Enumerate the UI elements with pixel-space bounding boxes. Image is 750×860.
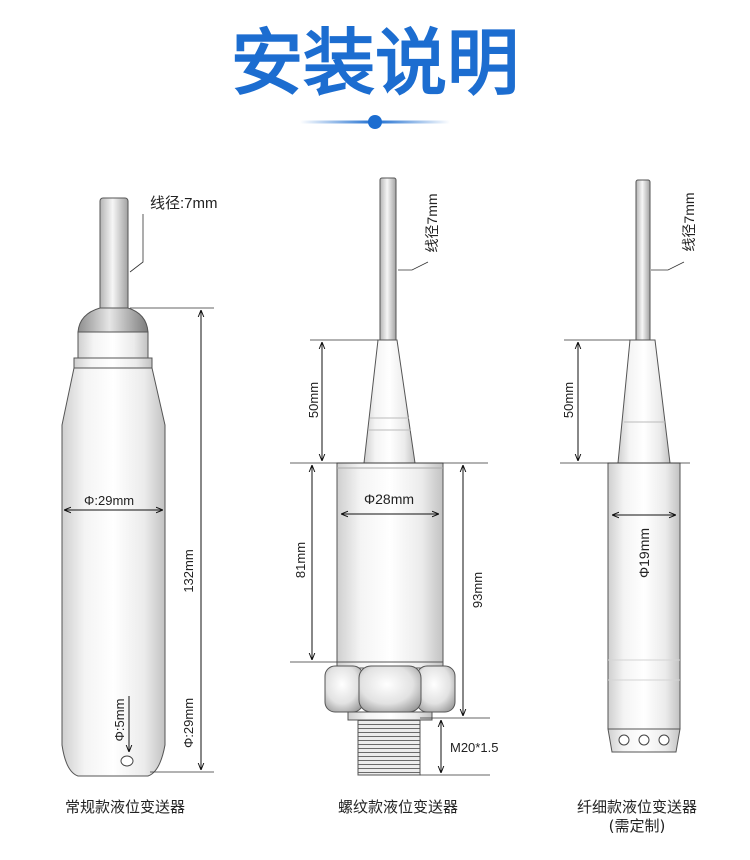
slim-cable-leader	[651, 261, 685, 271]
regular-cable-leader	[129, 214, 144, 273]
slim-cable-label: 线径7mm	[681, 192, 697, 251]
regular-cap-band	[77, 331, 149, 359]
threaded-diameter-label: Φ28mm	[364, 491, 414, 507]
regular-caption: 常规款液位变送器	[65, 798, 185, 816]
threaded-nut-washer	[347, 711, 433, 721]
regular-cap-dome	[77, 307, 149, 333]
threaded-taper	[363, 339, 416, 464]
slim-bottom-hole	[618, 734, 630, 746]
threaded-thread-label: M20*1.5	[450, 740, 498, 755]
threaded-taper-label: 50mm	[306, 382, 321, 418]
threaded-thread	[357, 719, 421, 776]
regular-bottom-diameter-label: Φ:29mm	[181, 698, 196, 748]
slim-diameter-label: Φ19mm	[636, 528, 652, 578]
slim-bottom-hole	[638, 734, 650, 746]
title-divider-dot	[368, 115, 382, 129]
slim-caption: 纤细款液位变送器	[577, 798, 697, 816]
regular-hole-label: Φ:5mm	[112, 699, 127, 742]
threaded-cable	[379, 177, 397, 343]
threaded-body-label: 81mm	[293, 542, 308, 578]
threaded-total-label: 93mm	[470, 572, 485, 608]
threaded-nut-left	[324, 665, 364, 713]
regular-bottom-hole	[120, 755, 134, 767]
regular-cable	[99, 197, 129, 311]
regular-transmitter: 线径:7mm Φ:29mm 132mm Φ:29mm Φ:5mm 常规款液位变送…	[61, 195, 218, 816]
threaded-nut-right	[416, 665, 456, 713]
slim-bottom-hole	[658, 734, 670, 746]
threaded-cable-leader	[398, 261, 429, 271]
page-title: 安装说明	[231, 21, 519, 105]
threaded-caption: 螺纹款液位变送器	[338, 798, 458, 816]
slim-taper-label: 50mm	[561, 382, 576, 418]
slim-transmitter: 线径7mm 50mm Φ19mm 纤细款液位变送器 (需定制)	[560, 179, 697, 835]
slim-body	[607, 462, 681, 730]
threaded-transmitter: 线径7mm 50mm Φ28mm 81mm 93mm M20*1.5 螺纹款液位…	[290, 177, 498, 816]
regular-cable-label: 线径:7mm	[150, 195, 218, 212]
slim-custom-note: (需定制)	[609, 817, 666, 835]
slim-taper	[617, 339, 671, 464]
threaded-cable-label: 线径7mm	[424, 193, 440, 252]
threaded-nut-center	[358, 665, 422, 713]
regular-body	[61, 367, 166, 777]
regular-length-label: 132mm	[181, 549, 196, 592]
slim-cable	[635, 179, 651, 343]
regular-diameter-label: Φ:29mm	[84, 493, 134, 508]
regular-cap-ring	[73, 357, 153, 369]
